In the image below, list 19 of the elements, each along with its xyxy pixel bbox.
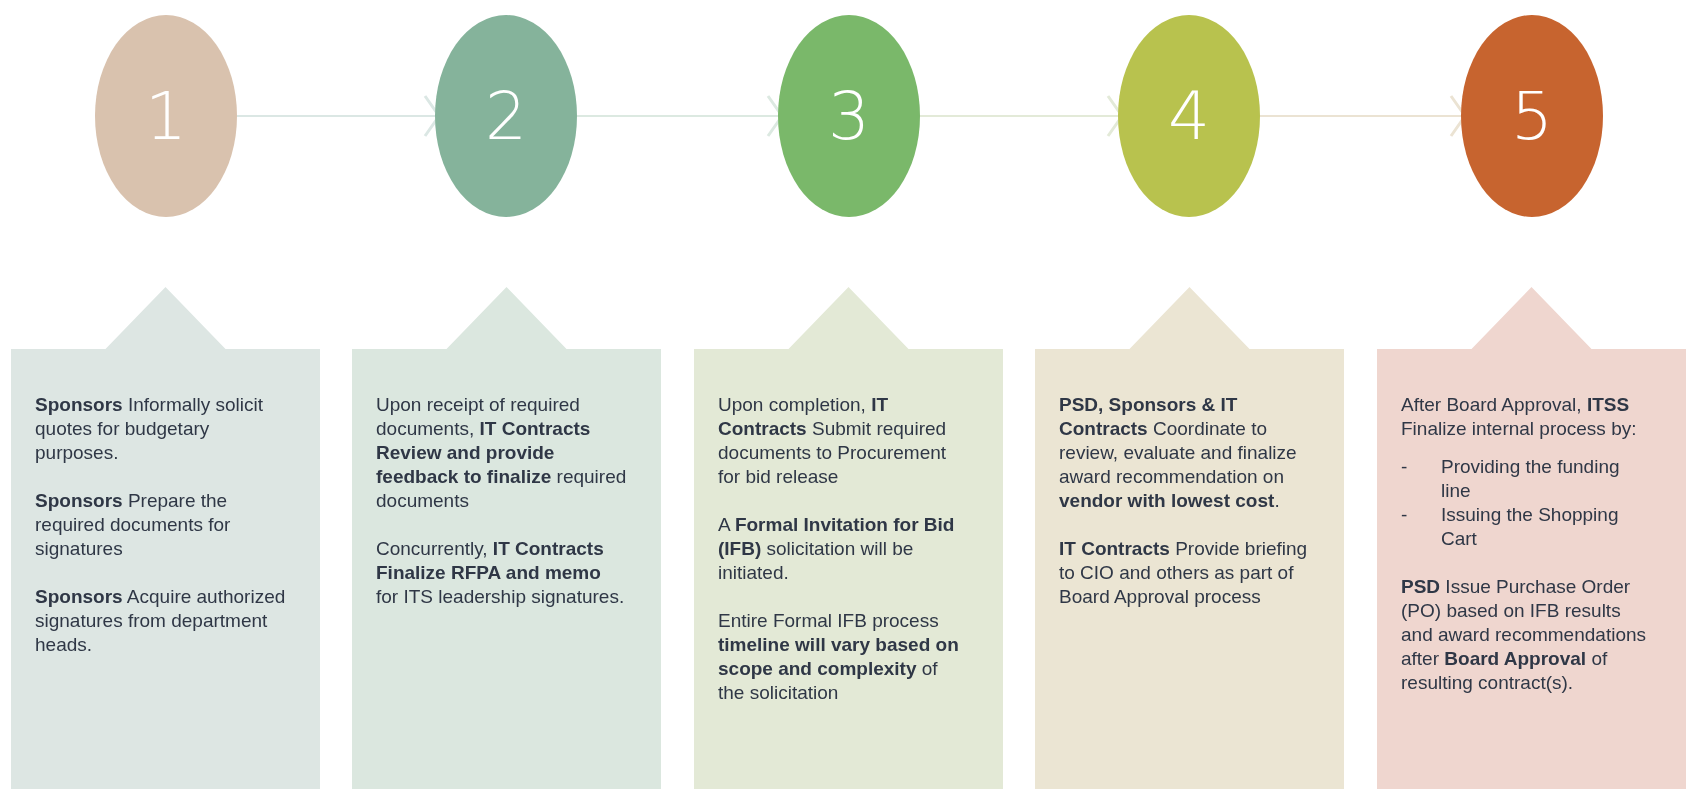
list-item: - Providing the funding line (1401, 455, 1621, 503)
step-number: 1 (145, 77, 187, 155)
description-text: Concurrently, IT Contracts Finalize RFPA and memo for ITS leadership signatures. (376, 537, 626, 609)
description-text: PSD, Sponsors & IT Contracts Coordinate to review, evaluate and finalize award recommendation on vendor with lowest cost. (1059, 393, 1298, 513)
description-text: PSD Issue Purchase Order (PO) based on IFB results and award recommendations after Board Approval of resulting contract(s). (1401, 575, 1648, 695)
description-text: Upon receipt of required documents, IT Contracts Review and provide feedback to finalize required documents (376, 393, 627, 513)
step-number: 2 (485, 77, 527, 155)
description-text: IT Contracts Provide briefing to CIO and others as part of Board Approval process (1059, 537, 1309, 609)
description-text: Sponsors Informally solicit quotes for budgetary purposes. (35, 393, 265, 465)
description-text: Upon completion, IT Contracts Submit required documents to Procurement for bid release (718, 393, 948, 489)
list-item: - Issuing the Shopping Cart (1401, 503, 1620, 551)
description-text: After Board Approval, ITSS Finalize internal process by: (1401, 393, 1638, 441)
step-number: 4 (1168, 77, 1210, 155)
description-text: Sponsors Acquire authorized signatures from department heads. (35, 585, 286, 657)
description-text: Sponsors Prepare the required documents for signatures (35, 489, 232, 561)
step-number: 3 (828, 77, 870, 155)
step-number: 5 (1511, 77, 1553, 155)
description-text: Entire Formal IFB process timeline will vary based on scope and complexity of the solicitation (718, 609, 960, 705)
description-text: A Formal Invitation for Bid (IFB) solicitation will be initiated. (718, 513, 956, 585)
